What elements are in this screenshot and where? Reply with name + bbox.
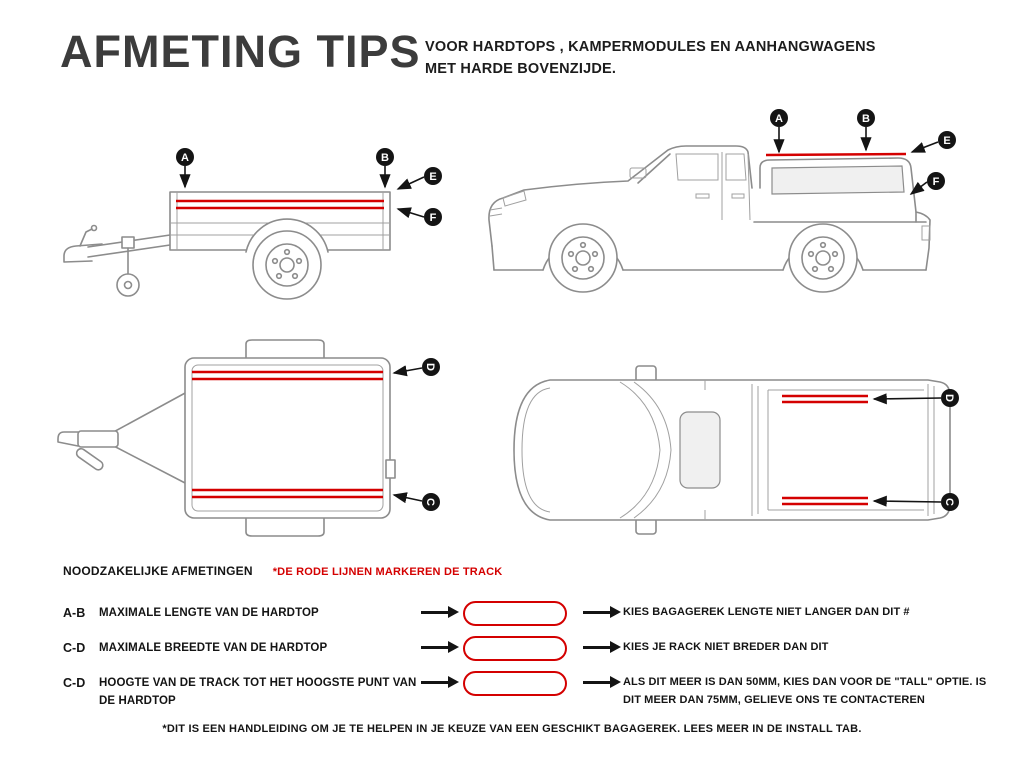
trailer-top-view-drawing: D C (57, 339, 440, 537)
trailer-box-top (184, 357, 396, 519)
svg-text:C: C (943, 498, 955, 506)
svg-text:E: E (943, 135, 950, 147)
arrow-right-icon (583, 676, 621, 688)
page-subtitle: VOOR HARDTOPS , KAMPERMODULES EN AANHANG… (425, 36, 876, 81)
measurement-result: KIES JE RACK NIET BREDER DAN DIT (623, 641, 829, 653)
truck-track-lines-top (782, 394, 868, 506)
svg-text:B: B (381, 152, 389, 164)
label-badge-f: F (424, 208, 442, 226)
measurements-heading-row: NOODZAKELIJKE AFMETINGEN *DE RODE LIJNEN… (63, 564, 502, 578)
svg-text:D: D (943, 394, 955, 402)
footer-note: *DIT IS EEN HANDLEIDING OM JE TE HELPEN … (162, 723, 862, 735)
label-badge-b: B (376, 148, 394, 166)
measurement-key: A-B (63, 606, 86, 620)
label-badge-a: A (176, 148, 194, 166)
measurement-key: C-D (63, 641, 86, 655)
trailer-wheel (245, 218, 329, 300)
arrow-right-icon (583, 606, 621, 618)
track-note: *DE RODE LIJNEN MARKEREN DE TRACK (272, 566, 503, 578)
measurement-row-length: A-B MAXIMALE LENGTE VAN DE HARDTOP KIES … (63, 601, 993, 626)
measurement-result: KIES BAGAGEREK LENGTE NIET LANGER DAN DI… (623, 606, 910, 618)
svg-text:D: D (424, 363, 436, 371)
truck-front-wheel (548, 223, 618, 293)
arrow-right-icon (421, 676, 459, 688)
arrow-right-icon (421, 641, 459, 653)
subtitle-line-1: VOOR HARDTOPS , KAMPERMODULES EN AANHANG… (425, 39, 876, 55)
svg-text:F: F (430, 212, 437, 224)
arrow-right-icon (421, 606, 459, 618)
trailer-fenders-top (245, 339, 325, 537)
measurements-table: A-B MAXIMALE LENGTE VAN DE HARDTOP KIES … (63, 601, 993, 724)
measurement-row-width: C-D MAXIMALE BREEDTE VAN DE HARDTOP KIES… (63, 636, 993, 661)
measurement-entry-pill (463, 636, 567, 661)
svg-text:A: A (181, 152, 189, 164)
measurement-entry-pill (463, 671, 567, 696)
label-badge-f: F (927, 172, 945, 190)
label-badge-a: A (770, 109, 788, 127)
label-badge-c: C (941, 493, 959, 511)
measurements-heading: NOODZAKELIJKE AFMETINGEN (63, 564, 253, 578)
svg-text:C: C (424, 498, 436, 506)
svg-text:B: B (862, 113, 870, 125)
trailer-track-lines (176, 199, 384, 210)
svg-text:A: A (775, 113, 783, 125)
truck-top-view-drawing: D C (513, 365, 959, 535)
truck-side-view-drawing: A B E F (488, 109, 956, 293)
label-badge-d: D (422, 358, 440, 376)
svg-text:E: E (429, 171, 436, 183)
truck-body-top (513, 379, 951, 521)
measurement-label: MAXIMALE BREEDTE VAN DE HARDTOP (99, 642, 328, 654)
measurement-label: HOOGTE VAN DE TRACK TOT HET HOOGSTE PUNT… (99, 677, 417, 708)
truck-body (488, 145, 931, 271)
measurement-key: C-D (63, 676, 86, 690)
trailer-track-lines-top (192, 370, 383, 499)
trailer-side-view-drawing: A B E F (63, 148, 442, 300)
measurement-entry-pill (463, 601, 567, 626)
label-badge-b: B (857, 109, 875, 127)
page-title: AFMETING TIPS (60, 26, 421, 77)
truck-track-line (765, 152, 907, 157)
subtitle-line-2: MET HARDE BOVENZIJDE. (425, 61, 617, 78)
measurement-result: ALS DIT MEER IS DAN 50MM, KIES DAN VOOR … (623, 676, 987, 706)
truck-rear-wheel (788, 223, 858, 293)
label-badge-e: E (938, 131, 956, 149)
measurement-label: MAXIMALE LENGTE VAN DE HARDTOP (99, 607, 319, 619)
label-badge-c: C (422, 493, 440, 511)
trailer-drawbar-top (57, 391, 188, 485)
truck-bed-top (767, 389, 924, 511)
label-badge-d: D (941, 389, 959, 407)
label-badge-e: E (424, 167, 442, 185)
trailer-jockey-wheel (116, 236, 140, 297)
arrow-right-icon (583, 641, 621, 653)
svg-text:F: F (933, 176, 940, 188)
measurement-row-height: C-D HOOGTE VAN DE TRACK TOT HET HOOGSTE … (63, 671, 993, 711)
trailer-drawbar (63, 224, 171, 263)
truck-mirrors-top (635, 365, 657, 535)
